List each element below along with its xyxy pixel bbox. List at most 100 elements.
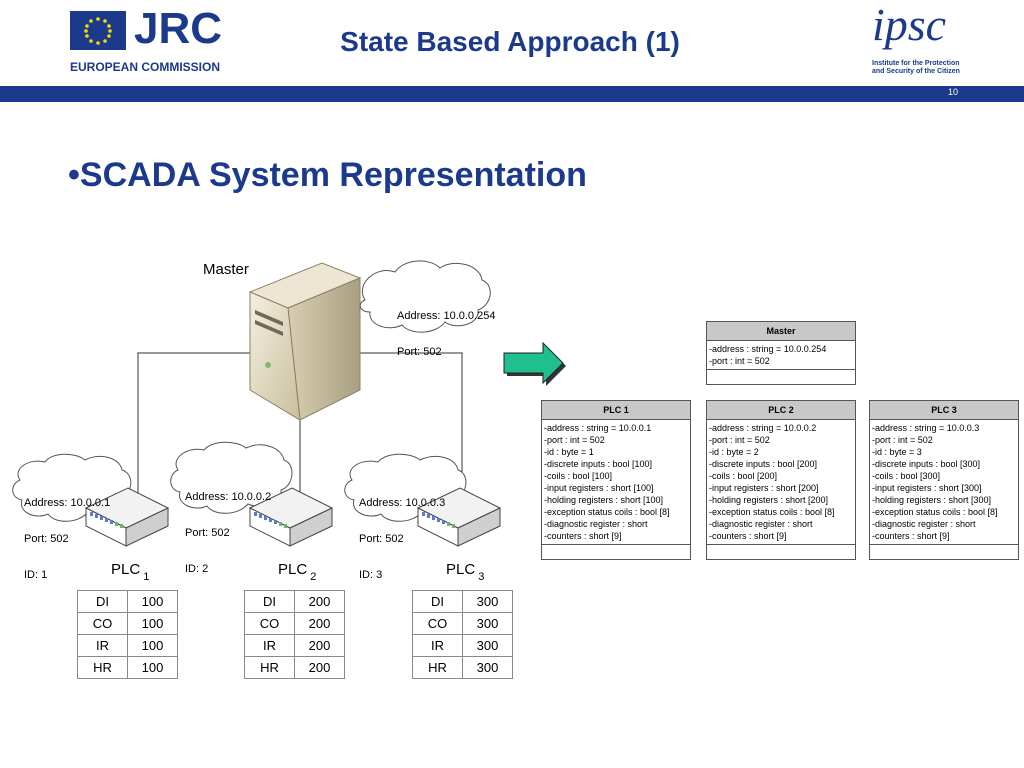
bullet-symbol: •	[68, 156, 80, 194]
uml-attr: -discrete inputs : bool [100]	[544, 459, 653, 469]
plc1-cloud-text: Address: 10.0.0.1 Port: 502 ID: 1	[24, 473, 110, 593]
uml-attr: -coils : bool [200]	[709, 471, 778, 481]
uml-attr: -holding registers : short [300]	[872, 495, 992, 505]
plc1-id: ID: 1	[24, 569, 48, 581]
uml-attr: -discrete inputs : bool [200]	[709, 459, 818, 469]
master-server-icon	[248, 262, 362, 421]
uml-master-attrs: -address : string = 10.0.0.254 -port : i…	[707, 341, 855, 369]
table-cell: 300	[462, 612, 513, 635]
uml-attr: -address : string = 10.0.0.2	[709, 423, 817, 433]
plc2-device-icon	[248, 487, 334, 547]
uml-attr: -diagnostic register : short	[544, 519, 648, 529]
table-cell: DI	[77, 590, 128, 613]
uml-attr: -address : string = 10.0.0.1	[544, 423, 652, 433]
uml-attr: -counters : short [9]	[544, 531, 622, 541]
table-cell: 200	[294, 590, 345, 613]
uml-attr: -exception status coils : bool [8]	[544, 507, 670, 517]
table-cell: CO	[244, 612, 295, 635]
table-cell: DI	[412, 590, 463, 613]
uml-plc2-methods	[707, 544, 855, 559]
plc3-cloud-text: Address: 10.0.0.3 Port: 502 ID: 3	[359, 473, 445, 593]
ipsc-sub-line-1: Institute for the Protection	[872, 60, 960, 67]
plc3-label-text: PLC	[446, 561, 476, 578]
header-band: 10	[0, 86, 1024, 102]
table-cell: 300	[462, 590, 513, 613]
plc3-address: Address: 10.0.0.3	[359, 497, 446, 509]
uml-plc2-title: PLC 2	[707, 401, 855, 420]
uml-plc2-class: PLC 2 -address : string = 10.0.0.2 -port…	[706, 400, 856, 560]
table-cell: IR	[244, 634, 295, 657]
eu-flag-icon	[70, 11, 126, 50]
uml-attr: -port : int = 502	[544, 435, 605, 445]
uml-attr: -id : byte = 3	[872, 447, 922, 457]
slide-title: State Based Approach (1)	[340, 26, 680, 57]
uml-plc1-methods	[542, 544, 690, 559]
table-cell: CO	[412, 612, 463, 635]
bullet-heading: •SCADA System Representation	[68, 156, 587, 195]
uml-attr: -id : byte = 1	[544, 447, 594, 457]
uml-attr: -discrete inputs : bool [300]	[872, 459, 981, 469]
uml-plc1-attrs: -address : string = 10.0.0.1 -port : int…	[542, 420, 690, 544]
uml-master-title: Master	[707, 322, 855, 341]
uml-plc3-title: PLC 3	[870, 401, 1018, 420]
uml-attr: -holding registers : short [200]	[709, 495, 829, 505]
table-cell: 100	[127, 634, 178, 657]
table-cell: 300	[462, 634, 513, 657]
jrc-logo: JRC EUROPEAN COMMISSION	[70, 4, 222, 76]
table-cell: IR	[412, 634, 463, 657]
table-cell: 200	[294, 612, 345, 635]
bullet-text: SCADA System Representation	[79, 156, 587, 194]
table-cell: 300	[462, 656, 513, 679]
plc2-id: ID: 2	[185, 563, 209, 575]
uml-plc2-attrs: -address : string = 10.0.0.2 -port : int…	[707, 420, 855, 544]
jrc-logo-text: JRC	[134, 4, 223, 53]
table-cell: 200	[294, 656, 345, 679]
ipsc-logo-text: ipsc	[872, 0, 947, 50]
plc2-address: Address: 10.0.0.2	[185, 491, 272, 503]
uml-attr: -exception status coils : bool [8]	[872, 507, 998, 517]
uml-plc3-attrs: -address : string = 10.0.0.3 -port : int…	[870, 420, 1018, 544]
link-master-plc1	[137, 352, 250, 502]
uml-master-methods	[707, 369, 855, 384]
plc2-port: Port: 502	[185, 527, 230, 539]
plc2-index: 2	[310, 571, 317, 583]
table-cell: 100	[127, 656, 178, 679]
plc2-cloud-text: Address: 10.0.0.2 Port: 502 ID: 2	[185, 467, 271, 587]
ipsc-logo: ipsc Institute for the Protection and Se…	[868, 0, 968, 82]
plc3-id: ID: 3	[359, 569, 383, 581]
uml-attr: -input registers : short [100]	[544, 483, 654, 493]
uml-attr: -coils : bool [100]	[544, 471, 613, 481]
transform-arrow-icon	[503, 341, 566, 386]
ipsc-logo-subtitle: Institute for the Protection and Securit…	[872, 60, 960, 76]
table-cell: 200	[294, 634, 345, 657]
uml-attr: -coils : bool [300]	[872, 471, 941, 481]
plc1-address: Address: 10.0.0.1	[24, 497, 111, 509]
uml-plc1-title: PLC 1	[542, 401, 690, 420]
uml-attr: -address : string = 10.0.0.254	[709, 344, 827, 354]
table-cell: 100	[127, 590, 178, 613]
ipsc-sub-line-2: and Security of the Citizen	[872, 68, 960, 75]
table-cell: IR	[77, 634, 128, 657]
master-port: Port: 502	[397, 346, 442, 358]
uml-plc3-methods	[870, 544, 1018, 559]
plc2-label-text: PLC	[278, 561, 308, 578]
plc1-device-icon	[84, 487, 170, 547]
table-cell: DI	[244, 590, 295, 613]
uml-attr: -counters : short [9]	[872, 531, 950, 541]
uml-attr: -address : string = 10.0.0.3	[872, 423, 980, 433]
table-cell: 100	[127, 612, 178, 635]
jrc-logo-subtitle: EUROPEAN COMMISSION	[70, 60, 221, 74]
